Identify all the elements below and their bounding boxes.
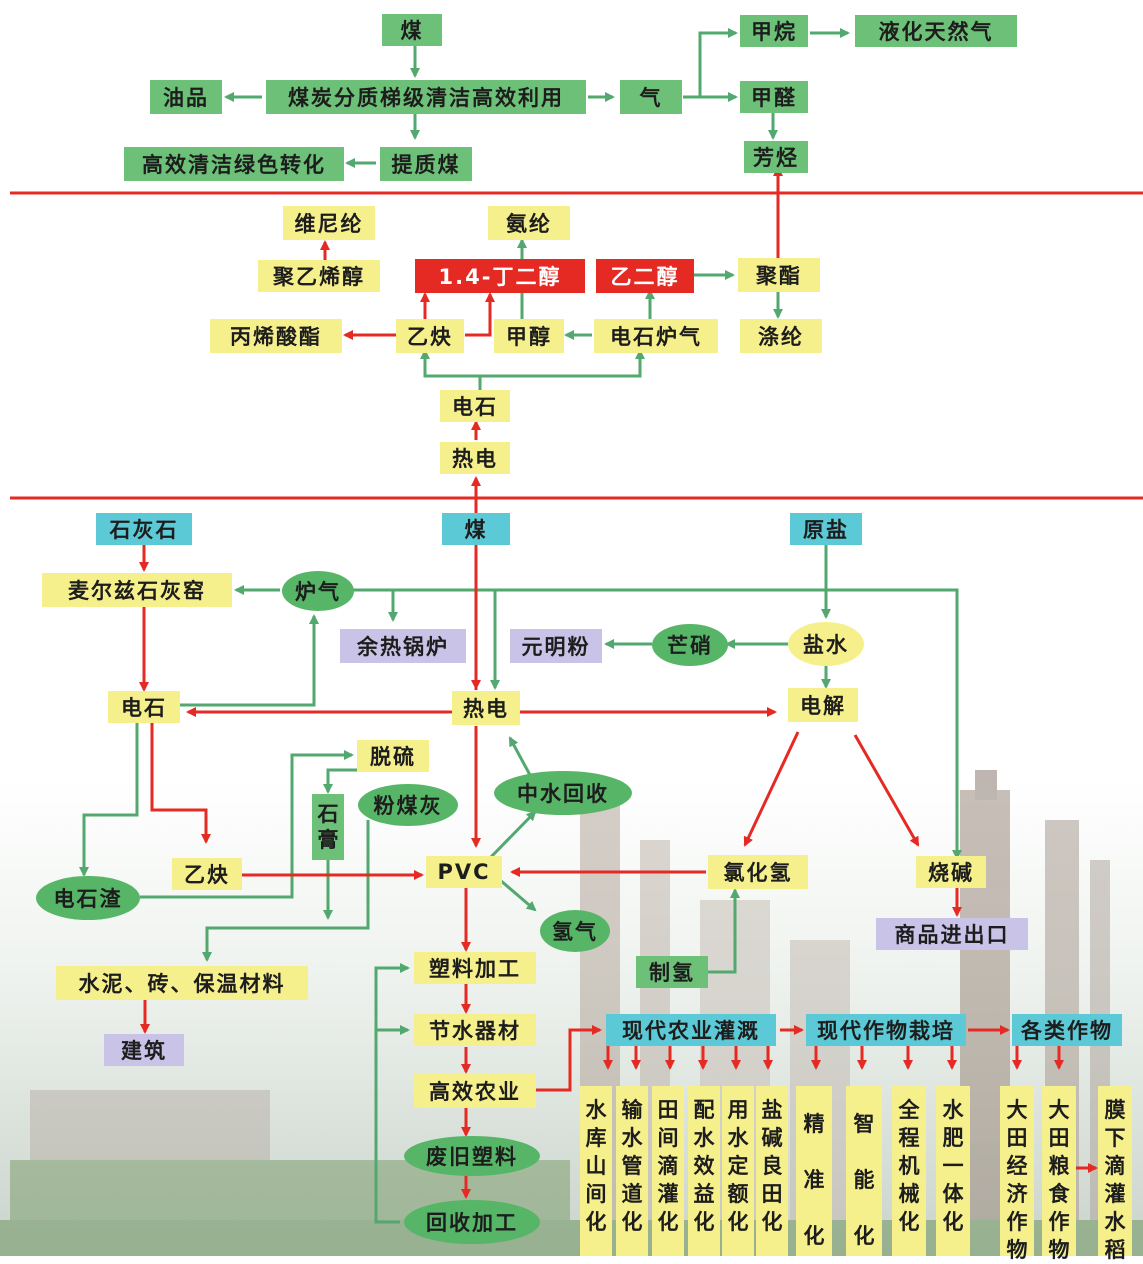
methane-node: 甲烷 (740, 15, 808, 47)
gypsum-node: 石膏 (312, 794, 344, 860)
practice-pipeline: 输水管道化 (616, 1086, 648, 1256)
green-conversion-node: 高效清洁绿色转化 (124, 147, 344, 181)
furnace-gas-node: 炉气 (282, 571, 354, 611)
practice-drip-irrigation: 田间滴灌化 (652, 1086, 684, 1256)
formaldehyde-node: 甲醛 (740, 81, 808, 113)
waste-plastic-node: 废旧塑料 (404, 1136, 540, 1176)
carbide-gas-node: 电石炉气 (594, 319, 718, 353)
thermal-power-node-top: 热电 (440, 442, 510, 474)
vinylon-node: 维尼纶 (283, 206, 375, 240)
commodity-export-node: 商品进出口 (876, 918, 1028, 950)
glauber-salt-node: 元明粉 (510, 629, 602, 663)
lng-node: 液化天然气 (855, 15, 1017, 47)
fly-ash-node: 粉煤灰 (358, 784, 458, 826)
coal-node-top: 煤 (382, 14, 442, 46)
practice-saline-land: 盐碱良田化 (756, 1086, 788, 1256)
raw-salt-node: 原盐 (790, 513, 862, 545)
thermal-power-node: 热电 (452, 691, 520, 725)
desulfurization-node: 脱硫 (357, 740, 429, 772)
building-materials-node: 水泥、砖、保温材料 (56, 966, 308, 1000)
ethylene-glycol-node: 乙二醇 (596, 259, 694, 293)
hydrogen-production-node: 制氢 (636, 956, 708, 988)
green-arrows (79, 28, 962, 1224)
acetylene-node: 乙炔 (172, 858, 242, 890)
industrial-background (0, 770, 1143, 1256)
methanol-node: 甲醇 (494, 319, 564, 353)
pvc-node: PVC (426, 856, 502, 888)
practice-fertigation: 水肥一体化 (936, 1086, 970, 1256)
reclaimed-water-node: 中水回收 (494, 771, 632, 815)
spandex-node: 氨纶 (488, 206, 570, 240)
practice-water-efficiency: 配水效益化 (688, 1086, 720, 1256)
waste-heat-boiler-node: 余热锅炉 (340, 629, 466, 663)
plastic-processing-node: 塑料加工 (414, 952, 536, 984)
practice-intelligent: 智能化 (846, 1086, 882, 1256)
practice-precision: 精准化 (796, 1086, 832, 1256)
aromatics-node: 芳烃 (744, 141, 808, 173)
hydrogen-gas-node: 氢气 (540, 910, 610, 952)
water-saving-equipment-node: 节水器材 (414, 1014, 536, 1046)
practice-mechanization: 全程机械化 (892, 1086, 926, 1256)
polyvinyl-alcohol-node: 聚乙烯醇 (258, 260, 380, 292)
oil-products-node: 油品 (150, 80, 222, 114)
polyester-fiber-node: 涤纶 (740, 319, 822, 353)
maerz-lime-kiln-node: 麦尔兹石灰窑 (42, 573, 232, 607)
modern-irrigation-node: 现代农业灌溉 (606, 1014, 776, 1046)
coal-node-middle: 煤 (442, 513, 510, 545)
gas-node: 气 (620, 80, 682, 114)
practice-water-quota: 用水定额化 (722, 1086, 754, 1256)
calcium-carbide-node: 电石 (108, 691, 180, 723)
calcium-carbide-node-top: 电石 (440, 390, 510, 422)
practice-reservoir: 水库山间化 (580, 1086, 612, 1256)
acrylate-node: 丙烯酸酯 (210, 319, 342, 353)
mirabilite-node: 芒硝 (652, 624, 728, 666)
crop-cash-crops: 大田经济作物 (1000, 1086, 1034, 1262)
efficient-agriculture-node: 高效农业 (414, 1074, 536, 1108)
recycling-node: 回收加工 (404, 1200, 540, 1244)
graded-utilization-node: 煤炭分质梯级清洁高效利用 (266, 80, 586, 114)
limestone-node: 石灰石 (96, 513, 192, 545)
hydrogen-chloride-node: 氯化氢 (708, 855, 808, 889)
acetylene-node-top: 乙炔 (396, 319, 464, 353)
red-arrows (139, 166, 1098, 1199)
carbide-slag-node: 电石渣 (36, 876, 140, 920)
bdo-node: 1.4-丁二醇 (415, 259, 585, 293)
all-crops-node: 各类作物 (1012, 1014, 1122, 1046)
electrolysis-node: 电解 (788, 688, 858, 722)
modern-cultivation-node: 现代作物栽培 (806, 1014, 966, 1046)
brine-node: 盐水 (788, 622, 864, 666)
crop-drip-rice: 膜下滴灌水稻 (1098, 1086, 1132, 1262)
crop-grain-crops: 大田粮食作物 (1042, 1086, 1076, 1262)
upgraded-coal-node: 提质煤 (380, 147, 472, 181)
caustic-soda-node: 烧碱 (916, 856, 986, 888)
polyester-node: 聚酯 (738, 258, 820, 292)
construction-node: 建筑 (104, 1034, 184, 1066)
